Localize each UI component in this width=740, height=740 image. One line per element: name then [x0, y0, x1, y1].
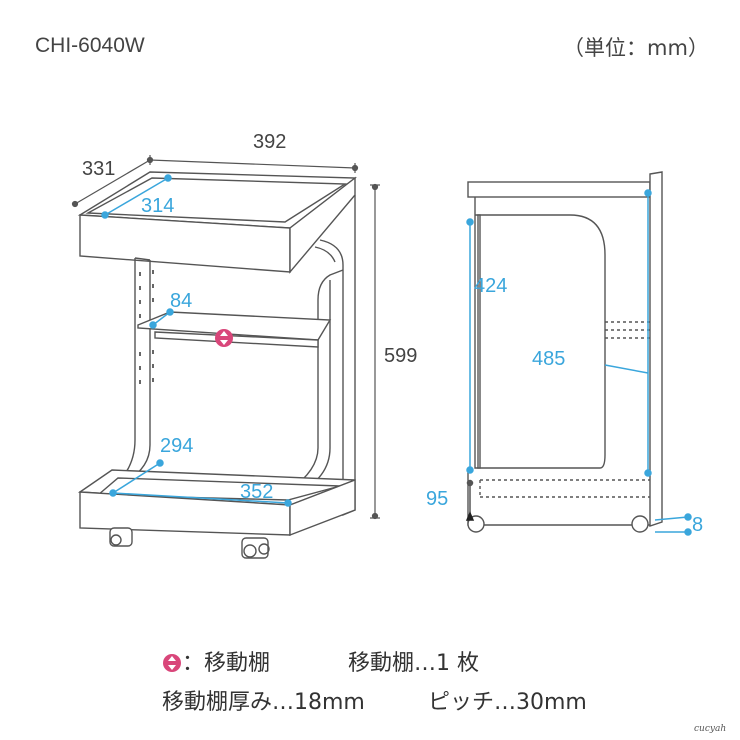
model-number: CHI-6040W [35, 34, 145, 57]
legend-icon-row: ：移動棚 [162, 645, 270, 677]
front-bottom-base [77, 469, 356, 537]
side-view [467, 171, 663, 533]
unit-label: （単位：mm） [563, 36, 709, 60]
shelf-pitch-holes [139, 270, 154, 384]
movable-shelf-marker [215, 329, 233, 347]
depth-label: 331 [82, 158, 116, 180]
bottom-height-label: 95 [426, 488, 449, 510]
legend-icon-label: ：移動棚 [182, 651, 271, 676]
movable-shelf-icon [163, 654, 181, 672]
bottom-inner-width-label: 352 [240, 481, 274, 503]
width-label: 392 [253, 131, 287, 153]
top-inner-depth-label: 314 [141, 195, 175, 217]
upper-height-label: 424 [474, 275, 508, 297]
inner-height-label: 485 [532, 348, 566, 370]
front-left-panel [109, 257, 151, 491]
bottom-inner-depth-label: 294 [160, 435, 194, 457]
front-right-panel [289, 195, 356, 517]
shelf-gap-label: 84 [170, 290, 193, 312]
front-casters [109, 527, 270, 559]
watermark-logo: cucyah [694, 724, 727, 734]
height-label: 599 [384, 345, 418, 367]
side-dimensions [465, 189, 692, 536]
front-movable-shelf [137, 311, 332, 348]
shelf-thickness: 移動棚厚み…18mm [162, 690, 365, 715]
front-top-board [77, 171, 357, 274]
shelf-count: 移動棚…1 枚 [348, 651, 479, 676]
pitch: ピッチ…30mm [428, 690, 587, 715]
caster-offset-label: 8 [692, 514, 704, 536]
